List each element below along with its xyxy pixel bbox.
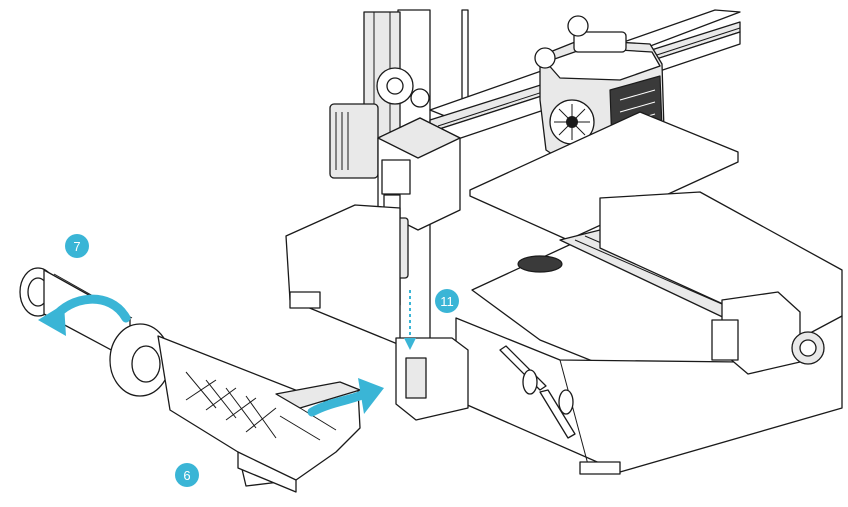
callout-6: 6: [175, 463, 199, 487]
insert-arrow-icon: [307, 378, 384, 417]
rotate-arrow-icon: [38, 294, 131, 336]
arm-truss: [185, 371, 337, 441]
z-stepper-motor: [329, 67, 430, 179]
callout-7: 7: [65, 234, 89, 258]
callout-11: 11: [435, 289, 459, 313]
bed-leveling-knobs: [517, 255, 563, 273]
y-tension-knob: [711, 291, 825, 375]
base-slots: [499, 345, 576, 439]
mount-slot: [395, 337, 469, 421]
svg-text:6: 6: [183, 468, 190, 483]
svg-text:7: 7: [73, 239, 80, 254]
guide-arrow-icon: [404, 290, 416, 350]
spool-holder-arm: [109, 323, 361, 493]
svg-text:11: 11: [440, 294, 454, 309]
